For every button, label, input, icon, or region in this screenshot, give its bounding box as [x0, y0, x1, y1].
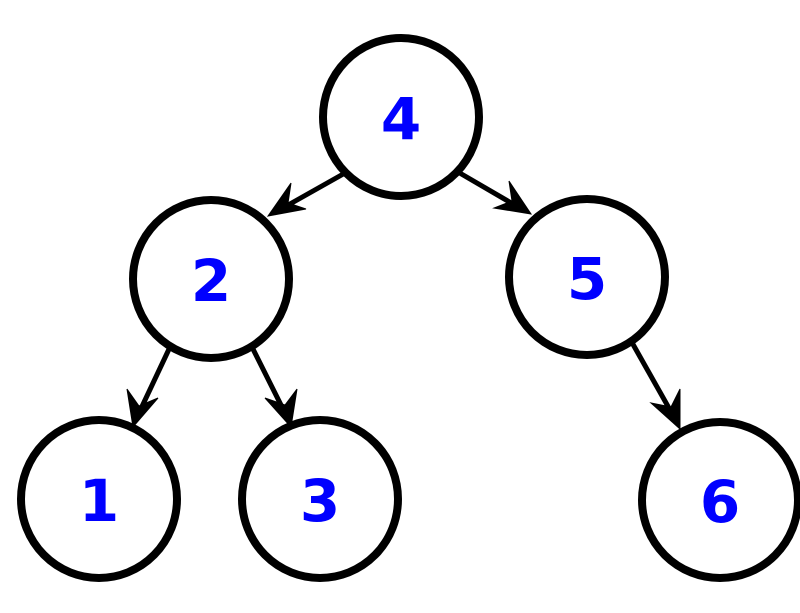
edge-4-to-5 [456, 169, 533, 215]
edge-5-to-6 [627, 337, 681, 431]
node-5-circle[interactable] [505, 195, 669, 359]
node-4[interactable]: 4 [319, 34, 483, 200]
node-1[interactable]: 1 [17, 416, 181, 582]
node-1-circle[interactable] [17, 416, 181, 582]
edges-group [126, 169, 681, 431]
edge-4-to-2-arrowhead [266, 182, 307, 217]
node-5-label: 5 [567, 245, 607, 313]
node-2[interactable]: 2 [129, 196, 293, 362]
nodes-group: 4 2 5 1 3 6 [17, 34, 800, 582]
node-4-circle[interactable] [319, 34, 483, 200]
edge-5-to-6-arrowhead [649, 388, 681, 431]
edge-2-to-3-arrowhead [264, 388, 298, 429]
edge-4-to-2 [266, 170, 347, 217]
edge-4-to-5-arrowhead [492, 180, 533, 215]
node-4-label: 4 [381, 85, 421, 153]
node-1-label: 1 [79, 467, 119, 535]
node-3-circle[interactable] [238, 416, 402, 582]
node-5[interactable]: 5 [505, 195, 669, 359]
node-3[interactable]: 3 [238, 416, 402, 582]
edge-2-to-1-arrowhead [126, 388, 159, 429]
edge-5-to-6-line [627, 337, 677, 419]
edge-2-to-1 [126, 345, 173, 429]
node-6-label: 6 [700, 468, 740, 536]
edge-2-to-3 [249, 345, 298, 429]
node-6[interactable]: 6 [638, 418, 800, 582]
node-2-circle[interactable] [129, 196, 293, 362]
node-3-label: 3 [300, 467, 340, 535]
node-6-circle[interactable] [638, 418, 800, 582]
node-2-label: 2 [191, 247, 231, 315]
